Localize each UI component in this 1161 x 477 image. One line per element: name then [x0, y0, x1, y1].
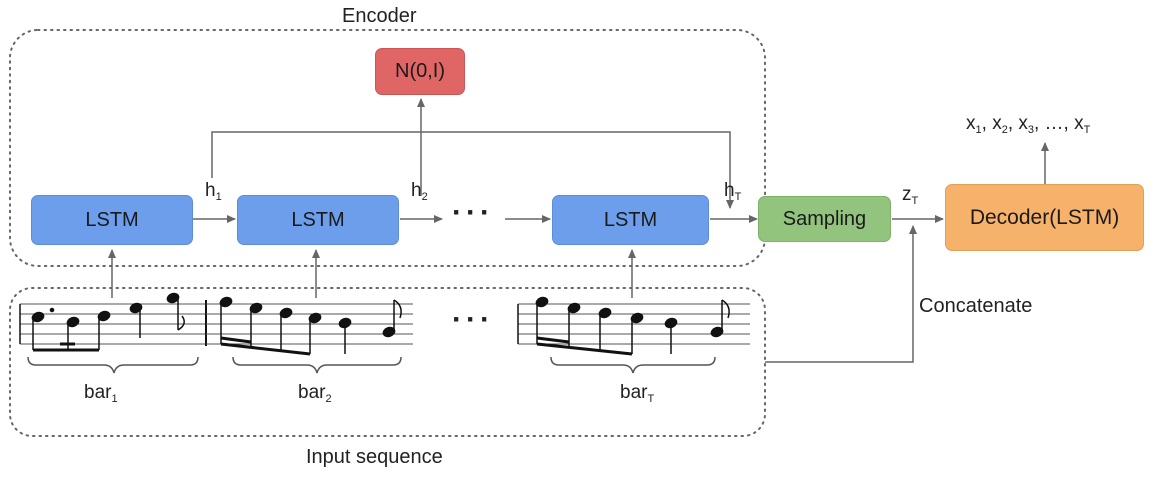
encoder-container: [9, 29, 766, 267]
lstm-box-2: LSTM: [237, 195, 399, 245]
bar-braces: [27, 356, 716, 374]
hidden-state-bracket: [211, 131, 734, 209]
bar-label-1: bar1: [84, 382, 118, 405]
hidden-state-label-T: hT: [724, 180, 742, 203]
sampling-box: Sampling: [758, 196, 891, 242]
music-score-barT: [517, 296, 750, 356]
hidden-state-label-1: h1: [205, 180, 222, 203]
hidden-state-label-2: h2: [411, 180, 428, 203]
lstm-box-1: LSTM: [31, 195, 193, 245]
output-x2: x2,: [992, 113, 1019, 136]
bar-label-T: barT: [620, 382, 655, 405]
latent-label: zT: [902, 184, 919, 207]
output-x3: x3, …,: [1018, 113, 1075, 136]
music-score-bar1: [19, 292, 207, 352]
decoder-output-sequence: x1, x2, x3, …, xT: [966, 113, 1090, 136]
ellipsis-lstm: ···: [452, 196, 494, 229]
music-score-bar2: [206, 296, 413, 356]
input-container: [9, 287, 766, 437]
concatenate-arrow: [765, 225, 917, 363]
noise-prior-box: N(0,I): [375, 48, 465, 95]
encoder-label: Encoder: [342, 5, 417, 27]
output-x1: x1,: [966, 113, 993, 136]
output-xT: xT: [1074, 113, 1091, 136]
ellipsis-bars: ···: [452, 303, 494, 336]
concatenate-label: Concatenate: [919, 295, 1033, 317]
decoder-box: Decoder(LSTM): [945, 184, 1144, 251]
bar-label-2: bar2: [298, 382, 332, 405]
lstm-box-3: LSTM: [552, 195, 709, 245]
input-sequence-label: Input sequence: [306, 446, 443, 468]
